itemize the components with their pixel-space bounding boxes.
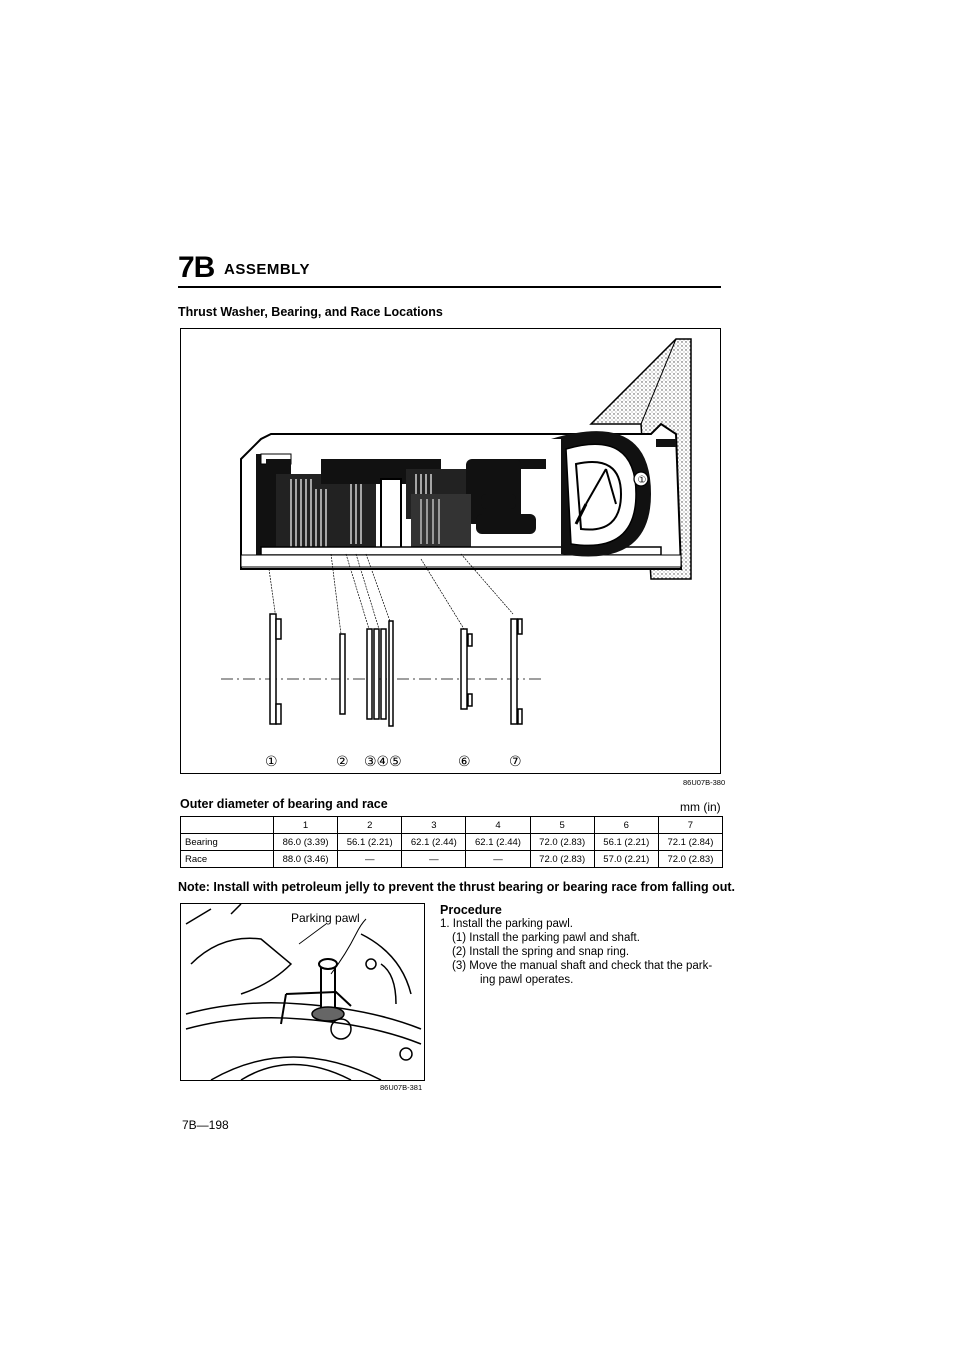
transmission-cross-section-figure: ① <box>180 328 721 774</box>
table-header-cell: 6 <box>593 816 659 834</box>
bearing-race-table: 1 2 3 4 5 6 7 Bearing 86.0 (3.39) 56.1 (… <box>180 816 724 868</box>
table-cell: 62.1 (2.44) <box>465 833 531 851</box>
section-code: 7B <box>178 251 215 284</box>
procedure-substep: (1) Install the parking pawl and shaft. <box>452 932 640 944</box>
table-cell: 56.1 (2.21) <box>593 833 659 851</box>
table-cell: 88.0 (3.46) <box>272 850 339 868</box>
parking-pawl-figure: Parking pawl <box>180 903 425 1081</box>
callout-7: ⑦ <box>509 754 522 770</box>
procedure-substep-continuation: ing pawl operates. <box>480 974 574 986</box>
row-label: Race <box>180 850 274 868</box>
procedure-step: 1. Install the parking pawl. <box>440 918 573 930</box>
figure1-code: 86U07B-380 <box>683 778 726 787</box>
procedure-steps: 1. Install the parking pawl. (1) Install… <box>440 917 725 987</box>
table-cell: 72.0 (2.83) <box>529 850 595 868</box>
header-rule <box>178 286 721 288</box>
table-cell: — <box>337 850 403 868</box>
inner-callout-1: ① <box>638 475 647 486</box>
table-cell: 72.1 (2.84) <box>657 833 724 851</box>
table-cell: 62.1 (2.44) <box>401 833 467 851</box>
table-header-cell: 7 <box>657 816 724 834</box>
table-cell: 86.0 (3.39) <box>272 833 339 851</box>
parking-pawl-label: Parking pawl <box>291 911 360 925</box>
table-row: Bearing 86.0 (3.39) 56.1 (2.21) 62.1 (2.… <box>180 833 724 851</box>
page-title: Thrust Washer, Bearing, and Race Locatio… <box>178 305 443 319</box>
callout-6: ⑥ <box>458 754 471 770</box>
callout-1: ① <box>265 754 278 770</box>
table-cell: 72.0 (2.83) <box>657 850 724 868</box>
row-label: Bearing <box>180 833 274 851</box>
parking-pawl-illustration: Parking pawl <box>185 904 422 1080</box>
table-row: Race 88.0 (3.46) — — — 72.0 (2.83) 57.0 … <box>180 850 724 868</box>
install-note: Note: Install with petroleum jelly to pr… <box>178 880 736 894</box>
table-header-cell: 1 <box>272 816 339 834</box>
table-header-row: 1 2 3 4 5 6 7 <box>180 816 724 834</box>
table-cell: — <box>465 850 531 868</box>
transmission-diagram: ① <box>221 338 692 770</box>
page-number: 7B—198 <box>182 1118 229 1132</box>
callout-3-4-5: ③④⑤ <box>364 754 402 770</box>
table-cell: 56.1 (2.21) <box>337 833 403 851</box>
callout-2: ② <box>336 754 349 770</box>
table-header-cell <box>180 816 274 834</box>
figure2-code: 86U07B-381 <box>380 1083 423 1092</box>
procedure-heading: Procedure <box>440 903 502 917</box>
table-title: Outer diameter of bearing and race <box>180 797 388 811</box>
table-cell: 57.0 (2.21) <box>593 850 659 868</box>
table-cell: 72.0 (2.83) <box>529 833 595 851</box>
table-header-cell: 5 <box>529 816 595 834</box>
procedure-substep: (3) Move the manual shaft and check that… <box>452 960 713 972</box>
table-unit: mm (in) <box>680 800 721 814</box>
section-title-header: ASSEMBLY <box>224 261 310 278</box>
procedure-substep: (2) Install the spring and snap ring. <box>452 946 630 958</box>
table-cell: — <box>401 850 467 868</box>
table-header-cell: 4 <box>465 816 531 834</box>
table-header-cell: 3 <box>401 816 467 834</box>
table-header-cell: 2 <box>337 816 403 834</box>
